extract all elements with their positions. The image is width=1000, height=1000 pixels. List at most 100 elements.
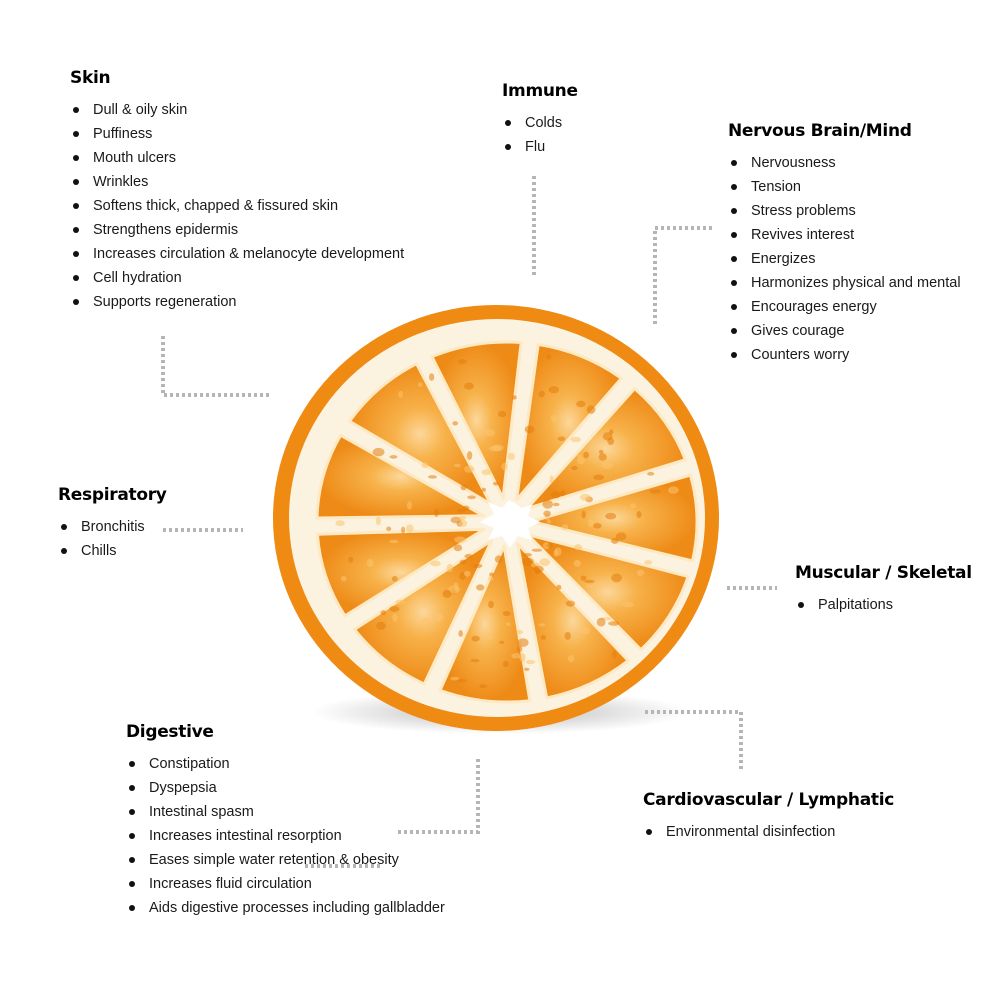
orange-texture-speck (602, 432, 613, 441)
orange-texture-speck (552, 502, 560, 507)
orange-texture-speck (538, 390, 545, 398)
orange-texture-speck (533, 565, 544, 573)
orange-texture-speck (389, 455, 398, 459)
orange-texture-speck (557, 436, 566, 442)
orange-texture-speck (389, 539, 399, 544)
group-title: Muscular / Skeletal (795, 563, 972, 583)
orange-texture-speck (593, 474, 605, 481)
orange-texture-speck (464, 570, 471, 577)
orange-texture-speck (531, 548, 543, 552)
orange-texture-speck (517, 638, 529, 647)
orange-texture-speck (579, 493, 591, 501)
orange-texture-speck (649, 489, 662, 494)
orange-texture-speck (488, 600, 494, 609)
orange-texture-speck (488, 576, 494, 582)
orange-texture-speck (511, 395, 517, 400)
orange-texture-speck (508, 452, 515, 460)
list-item: Flu (502, 135, 578, 159)
orange-core (480, 500, 540, 548)
list-item: Stress problems (728, 199, 961, 223)
orange-texture-speck (548, 386, 559, 394)
group-muscular: Muscular / Skeletal Palpitations (795, 563, 972, 617)
orange-texture-speck (481, 487, 486, 492)
orange-texture-speck (608, 621, 620, 626)
group-cardio: Cardiovascular / Lymphatic Environmental… (643, 790, 894, 844)
orange-texture-speck (450, 676, 460, 681)
orange-texture-speck (498, 410, 507, 418)
list-item: Intestinal spasm (126, 800, 445, 824)
orange-texture-speck (547, 543, 553, 548)
orange-texture-speck (553, 549, 558, 557)
orange-texture-speck (647, 472, 655, 476)
orange-texture-speck (586, 584, 594, 588)
orange-texture-speck (434, 508, 439, 517)
list-item: Chills (58, 539, 167, 563)
orange-texture-speck (448, 585, 460, 594)
list-item: Dyspepsia (126, 776, 445, 800)
orange-texture-speck (453, 463, 461, 468)
orange-segment (353, 539, 494, 686)
orange-texture-speck (570, 436, 581, 443)
orange-texture-speck (636, 569, 645, 576)
list-item: Increases circulation & melanocyte devel… (70, 242, 404, 266)
orange-texture-speck (458, 519, 468, 528)
orange-texture-speck (395, 599, 406, 605)
orange-texture-speck (476, 584, 485, 591)
list-item: Mouth ulcers (70, 146, 404, 170)
orange-texture-speck (571, 465, 578, 471)
list-item: Palpitations (795, 593, 972, 617)
orange-texture-speck (471, 635, 480, 642)
orange-texture-speck (391, 576, 398, 582)
orange-texture-speck (501, 462, 508, 471)
item-list: Palpitations (795, 593, 972, 617)
orange-texture-speck (470, 658, 480, 663)
orange-texture-speck (456, 678, 467, 683)
connector-digestive (397, 759, 480, 834)
orange-texture-speck (430, 560, 441, 567)
orange-segment (348, 362, 493, 506)
orange-texture-speck (335, 520, 345, 527)
orange-texture-speck (502, 660, 509, 668)
orange-texture-speck (499, 640, 505, 644)
orange-texture-speck (605, 512, 617, 520)
list-item: Supports regeneration (70, 290, 404, 314)
orange-texture-speck (543, 510, 551, 517)
list-item: Softens thick, chapped & fissured skin (70, 194, 404, 218)
orange-texture-speck (539, 558, 551, 567)
group-title: Respiratory (58, 485, 167, 505)
connector-skin (161, 336, 270, 397)
group-title: Digestive (126, 722, 214, 742)
orange-texture-speck (452, 421, 459, 426)
orange-texture-speck (407, 501, 412, 510)
orange-texture-speck (446, 563, 453, 573)
list-item: Gives courage (728, 319, 961, 343)
orange-segment (315, 527, 486, 618)
orange-segment (515, 342, 623, 502)
orange-texture-speck (636, 511, 642, 518)
orange-texture-speck (561, 524, 569, 531)
orange-segments (315, 340, 699, 704)
list-item: Eases simple water retention & obesity (126, 848, 445, 872)
orange-texture-speck (540, 635, 546, 640)
orange-texture-speck (502, 611, 511, 616)
orange-texture-speck (484, 429, 496, 437)
orange-segment (516, 542, 630, 700)
orange-texture-speck (611, 573, 622, 583)
orange-texture-speck (481, 469, 492, 476)
orange-texture-speck (565, 600, 576, 607)
list-item: Bronchitis (58, 515, 167, 539)
list-item: Increases fluid circulation (126, 872, 445, 896)
orange-texture-speck (494, 555, 503, 563)
orange-texture-speck (466, 451, 473, 460)
orange-texture-speck (546, 353, 552, 360)
orange-texture-speck (405, 524, 414, 533)
orange-texture-speck (546, 519, 552, 524)
orange-texture-speck (584, 579, 595, 584)
orange-texture-speck (523, 553, 532, 557)
orange-texture-speck (611, 537, 619, 544)
